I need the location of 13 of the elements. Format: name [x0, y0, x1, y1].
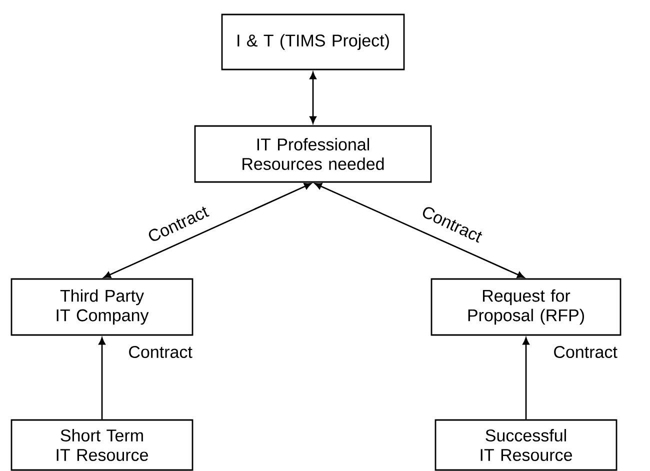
process-box: Third Party IT Company [10, 278, 194, 336]
process-box: Successful IT Resource [434, 419, 618, 471]
process-box: Short Term IT Resource [10, 419, 194, 471]
process-box: I & T (TIMS Project) [221, 14, 405, 70]
arrow [314, 182, 524, 278]
edge-label: Contract [552, 345, 618, 360]
arrow [104, 183, 312, 278]
process-box: Request for Proposal (RFP) [430, 278, 622, 336]
process-box: IT Professional Resources needed [194, 125, 432, 183]
arrow [98, 337, 106, 420]
arrow [522, 337, 530, 420]
edge-label: Contract [127, 345, 194, 360]
arrow [310, 72, 316, 124]
